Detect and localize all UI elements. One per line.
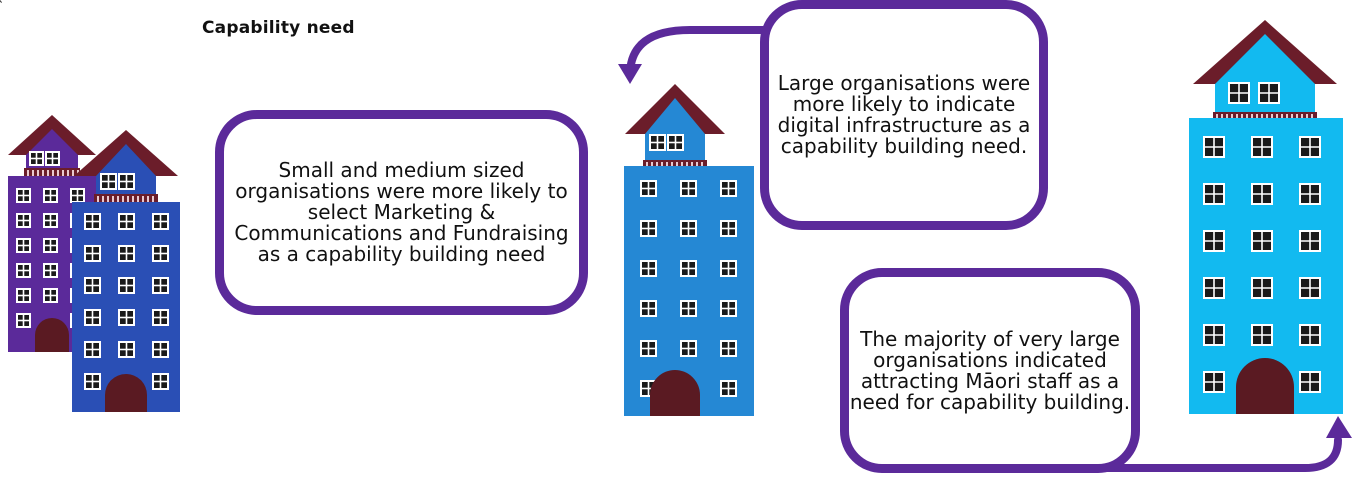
balcony-baluster	[1281, 114, 1283, 120]
balcony-baluster	[112, 196, 114, 202]
callout-small-medium-organisations: Small and medium sized organisations wer…	[215, 110, 588, 315]
door	[35, 318, 69, 352]
callout-large-organisations: Large organisations were more likely to …	[760, 0, 1048, 230]
large-organisation-building	[624, 84, 754, 416]
balcony-baluster	[661, 162, 663, 168]
balcony-rail	[643, 160, 707, 168]
arrow-to-very-large-building	[1091, 436, 1342, 472]
door	[1236, 358, 1294, 414]
balcony-baluster	[122, 196, 124, 202]
balcony-baluster	[1246, 114, 1248, 120]
arrowhead-left	[618, 64, 642, 84]
balcony-baluster	[107, 196, 109, 202]
balcony-baluster	[1236, 114, 1238, 120]
balcony-baluster	[1296, 114, 1298, 120]
very-large-organisation-building	[1189, 20, 1343, 414]
balcony-baluster	[1221, 114, 1223, 120]
balcony-baluster	[656, 162, 658, 168]
attic	[1215, 34, 1315, 120]
balcony-baluster	[47, 170, 49, 176]
balcony-baluster	[666, 162, 668, 168]
balcony-baluster	[102, 196, 104, 202]
balcony-baluster	[1226, 114, 1228, 120]
balcony-baluster	[132, 196, 134, 202]
balcony-baluster	[62, 170, 64, 176]
balcony-rail	[94, 194, 158, 202]
balcony-baluster	[27, 170, 29, 176]
balcony-baluster	[1306, 114, 1308, 120]
balcony-baluster	[646, 162, 648, 168]
balcony-baluster	[142, 196, 144, 202]
balcony-baluster	[696, 162, 698, 168]
arrow-to-large-building	[626, 26, 774, 79]
balcony-baluster	[137, 196, 139, 202]
balcony-baluster	[32, 170, 34, 176]
balcony-baluster	[57, 170, 59, 176]
balcony-baluster	[117, 196, 119, 202]
balcony-baluster	[691, 162, 693, 168]
balcony-rail	[1213, 112, 1317, 120]
medium-organisation-building-front	[72, 130, 180, 412]
balcony-baluster	[671, 162, 673, 168]
balcony-baluster	[676, 162, 678, 168]
balcony-baluster	[97, 196, 99, 202]
arrowhead-right	[1326, 416, 1352, 438]
door	[650, 370, 700, 416]
page-title: Capability need	[202, 18, 355, 38]
balcony-baluster	[1241, 114, 1243, 120]
balcony-baluster	[67, 170, 69, 176]
balcony-baluster	[686, 162, 688, 168]
balcony-baluster	[147, 196, 149, 202]
balcony-baluster	[1271, 114, 1273, 120]
balcony-baluster	[1266, 114, 1268, 120]
balcony-baluster	[1276, 114, 1278, 120]
balcony-baluster	[127, 196, 129, 202]
balcony-baluster	[651, 162, 653, 168]
balcony-baluster	[1261, 114, 1263, 120]
callout-small-medium-text: Small and medium sized organisations wer…	[234, 158, 569, 266]
callout-very-large-organisations: The majority of very large organisations…	[840, 268, 1140, 473]
balcony-baluster	[152, 196, 154, 202]
callout-large-text: Large organisations were more likely to …	[777, 71, 1031, 158]
balcony-baluster	[1231, 114, 1233, 120]
balcony-baluster	[681, 162, 683, 168]
balcony-baluster	[1286, 114, 1288, 120]
balcony-baluster	[1216, 114, 1218, 120]
callout-very-large-text: The majority of very large organisations…	[849, 326, 1131, 414]
balcony-baluster	[52, 170, 54, 176]
balcony-baluster	[1291, 114, 1293, 120]
balcony-baluster	[701, 162, 703, 168]
balcony-baluster	[1256, 114, 1258, 120]
balcony-baluster	[1311, 114, 1313, 120]
balcony-baluster	[1301, 114, 1303, 120]
balcony-baluster	[1251, 114, 1253, 120]
balcony-baluster	[72, 170, 74, 176]
balcony-baluster	[42, 170, 44, 176]
balcony-baluster	[37, 170, 39, 176]
door	[105, 374, 147, 412]
